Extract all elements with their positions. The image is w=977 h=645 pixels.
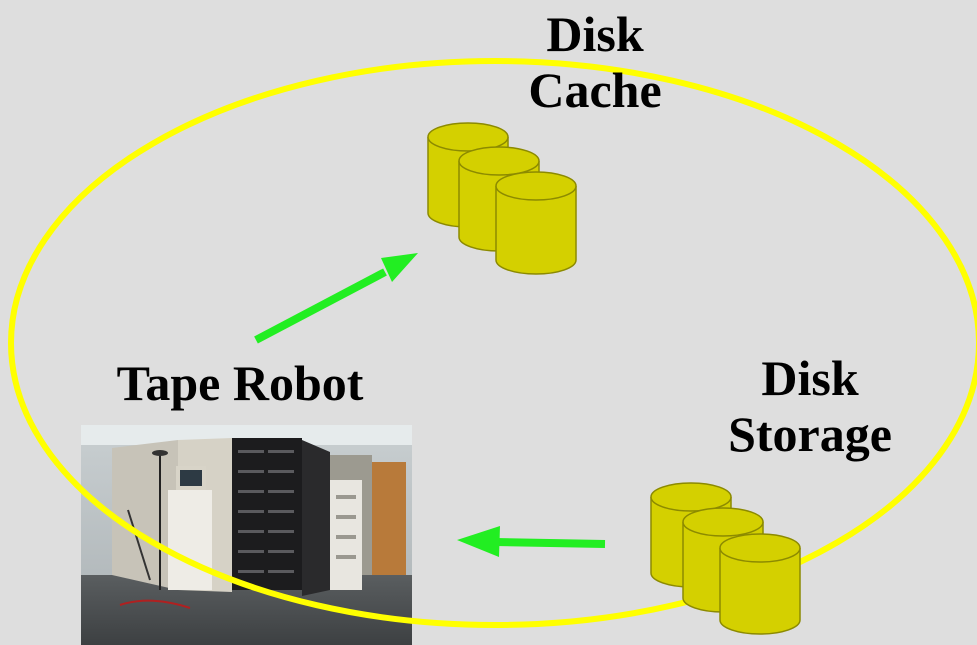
cylinder-icon bbox=[495, 171, 577, 275]
cylinder-icon bbox=[719, 533, 801, 635]
disk-storage-label-line2: Storage bbox=[728, 406, 892, 462]
system-boundary-ellipse bbox=[8, 58, 977, 628]
disk-storage-label: Disk Storage bbox=[700, 350, 920, 462]
disk-cache-label-line1: Disk bbox=[546, 6, 644, 62]
disk-storage-cylinders bbox=[650, 482, 801, 635]
tape-robot-photo bbox=[81, 425, 412, 645]
tape-robot-label: Tape Robot bbox=[80, 355, 400, 411]
disk-cache-cylinders bbox=[427, 122, 577, 275]
arrow-tape-to-cache bbox=[254, 253, 418, 344]
tape-robot-label-text: Tape Robot bbox=[116, 355, 364, 411]
disk-cache-label-line2: Cache bbox=[528, 62, 662, 118]
arrow-storage-to-tape bbox=[457, 526, 606, 557]
disk-cache-label: Disk Cache bbox=[500, 6, 690, 118]
disk-storage-label-line1: Disk bbox=[761, 350, 859, 406]
